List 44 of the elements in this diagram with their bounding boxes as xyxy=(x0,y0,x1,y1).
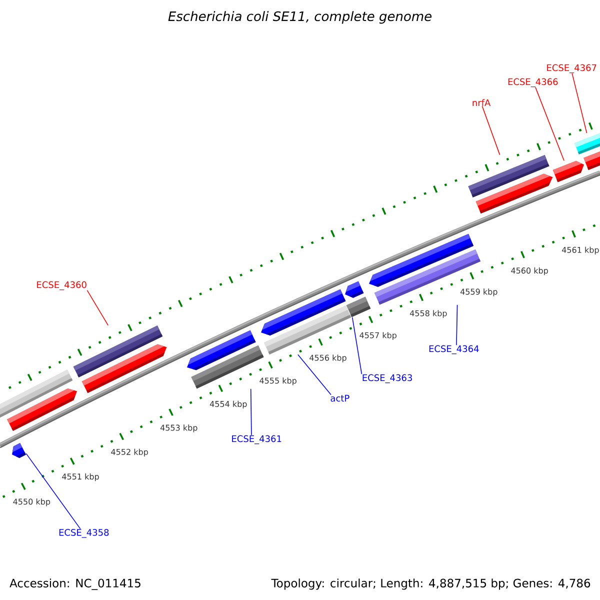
pointed-gene-bar xyxy=(345,281,364,298)
scale-label: 4553 kbp xyxy=(160,424,198,432)
pointed-gene-bar xyxy=(7,388,77,431)
scale-label: 4554 kbp xyxy=(210,400,247,409)
scale-label: 4552 kbp xyxy=(111,448,148,456)
title: Escherichia coli SE11, complete genome xyxy=(168,11,432,24)
gene-label: ECSE_4367 xyxy=(547,64,596,74)
gene-label: ECSE_4361 xyxy=(232,435,282,444)
scale-label: 4560 kbp xyxy=(511,267,548,276)
pointed-gene-bar xyxy=(82,344,167,394)
leader-line xyxy=(26,453,81,530)
gene-label: ECSE_4364 xyxy=(429,345,479,354)
scale-label: 4555 kbp xyxy=(260,377,296,386)
gene-label: ECSE_4363 xyxy=(362,374,412,384)
leader-line xyxy=(86,290,108,326)
scale-label: 4557 kbp xyxy=(360,332,396,340)
scale-label: 4551 kbp xyxy=(62,473,99,482)
summary-text: Topology: circular; Length: 4,887,515 bp; Genes: 4,786 xyxy=(271,578,590,590)
scale-label: 4559 kbp xyxy=(460,288,498,296)
accession-text: Accession: NC_011415 xyxy=(10,578,140,590)
gene-bar xyxy=(574,133,600,154)
scale-label: 4561 kbp xyxy=(562,246,599,254)
pointed-gene-bar xyxy=(552,160,584,182)
leader-line xyxy=(298,354,332,396)
pointed-gene-bar xyxy=(476,174,553,214)
gene-label: ECSE_4360 xyxy=(37,281,86,290)
gene-label: ECSE_4358 xyxy=(59,529,109,538)
gene-bar xyxy=(584,151,600,170)
scale-label: 4556 kbp xyxy=(310,354,346,362)
gene-bar xyxy=(346,296,371,318)
leader-line xyxy=(456,304,458,346)
leader-line xyxy=(482,106,500,156)
leader-line xyxy=(250,388,252,436)
leader-line xyxy=(352,316,362,375)
leader-line xyxy=(535,86,564,162)
scale-label: 4550 kbp xyxy=(13,498,50,506)
gene-bar xyxy=(264,305,352,354)
gene-label: ECSE_4366 xyxy=(508,78,558,88)
gene-label: actP xyxy=(330,394,350,402)
gene-label: nrfA xyxy=(472,99,491,106)
gene-bar xyxy=(374,249,481,305)
pointed-gene-bar xyxy=(12,443,26,458)
scale-label: 4558 kbp xyxy=(410,310,447,318)
leader-line xyxy=(572,72,588,134)
